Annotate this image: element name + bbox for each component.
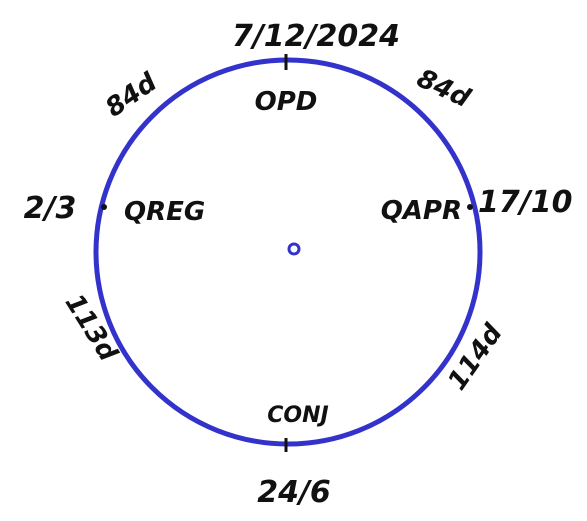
duration-top-right: 84d — [412, 64, 475, 115]
tick-right — [467, 204, 473, 210]
center-point — [287, 242, 301, 256]
date-bottom: 24/6 — [257, 475, 331, 510]
milestone-right: QAPR — [381, 196, 462, 226]
date-right: 17/10 — [478, 185, 572, 220]
milestone-left: QREG — [124, 197, 205, 227]
cycle-circle — [93, 57, 483, 447]
milestone-top: OPD — [255, 87, 318, 117]
duration-bottom-right: 114d — [442, 319, 509, 396]
milestone-bottom: CONJ — [267, 403, 328, 428]
date-left: 2/3 — [24, 191, 77, 226]
date-top: 7/12/2024 — [232, 19, 400, 54]
tick-left — [101, 204, 107, 210]
